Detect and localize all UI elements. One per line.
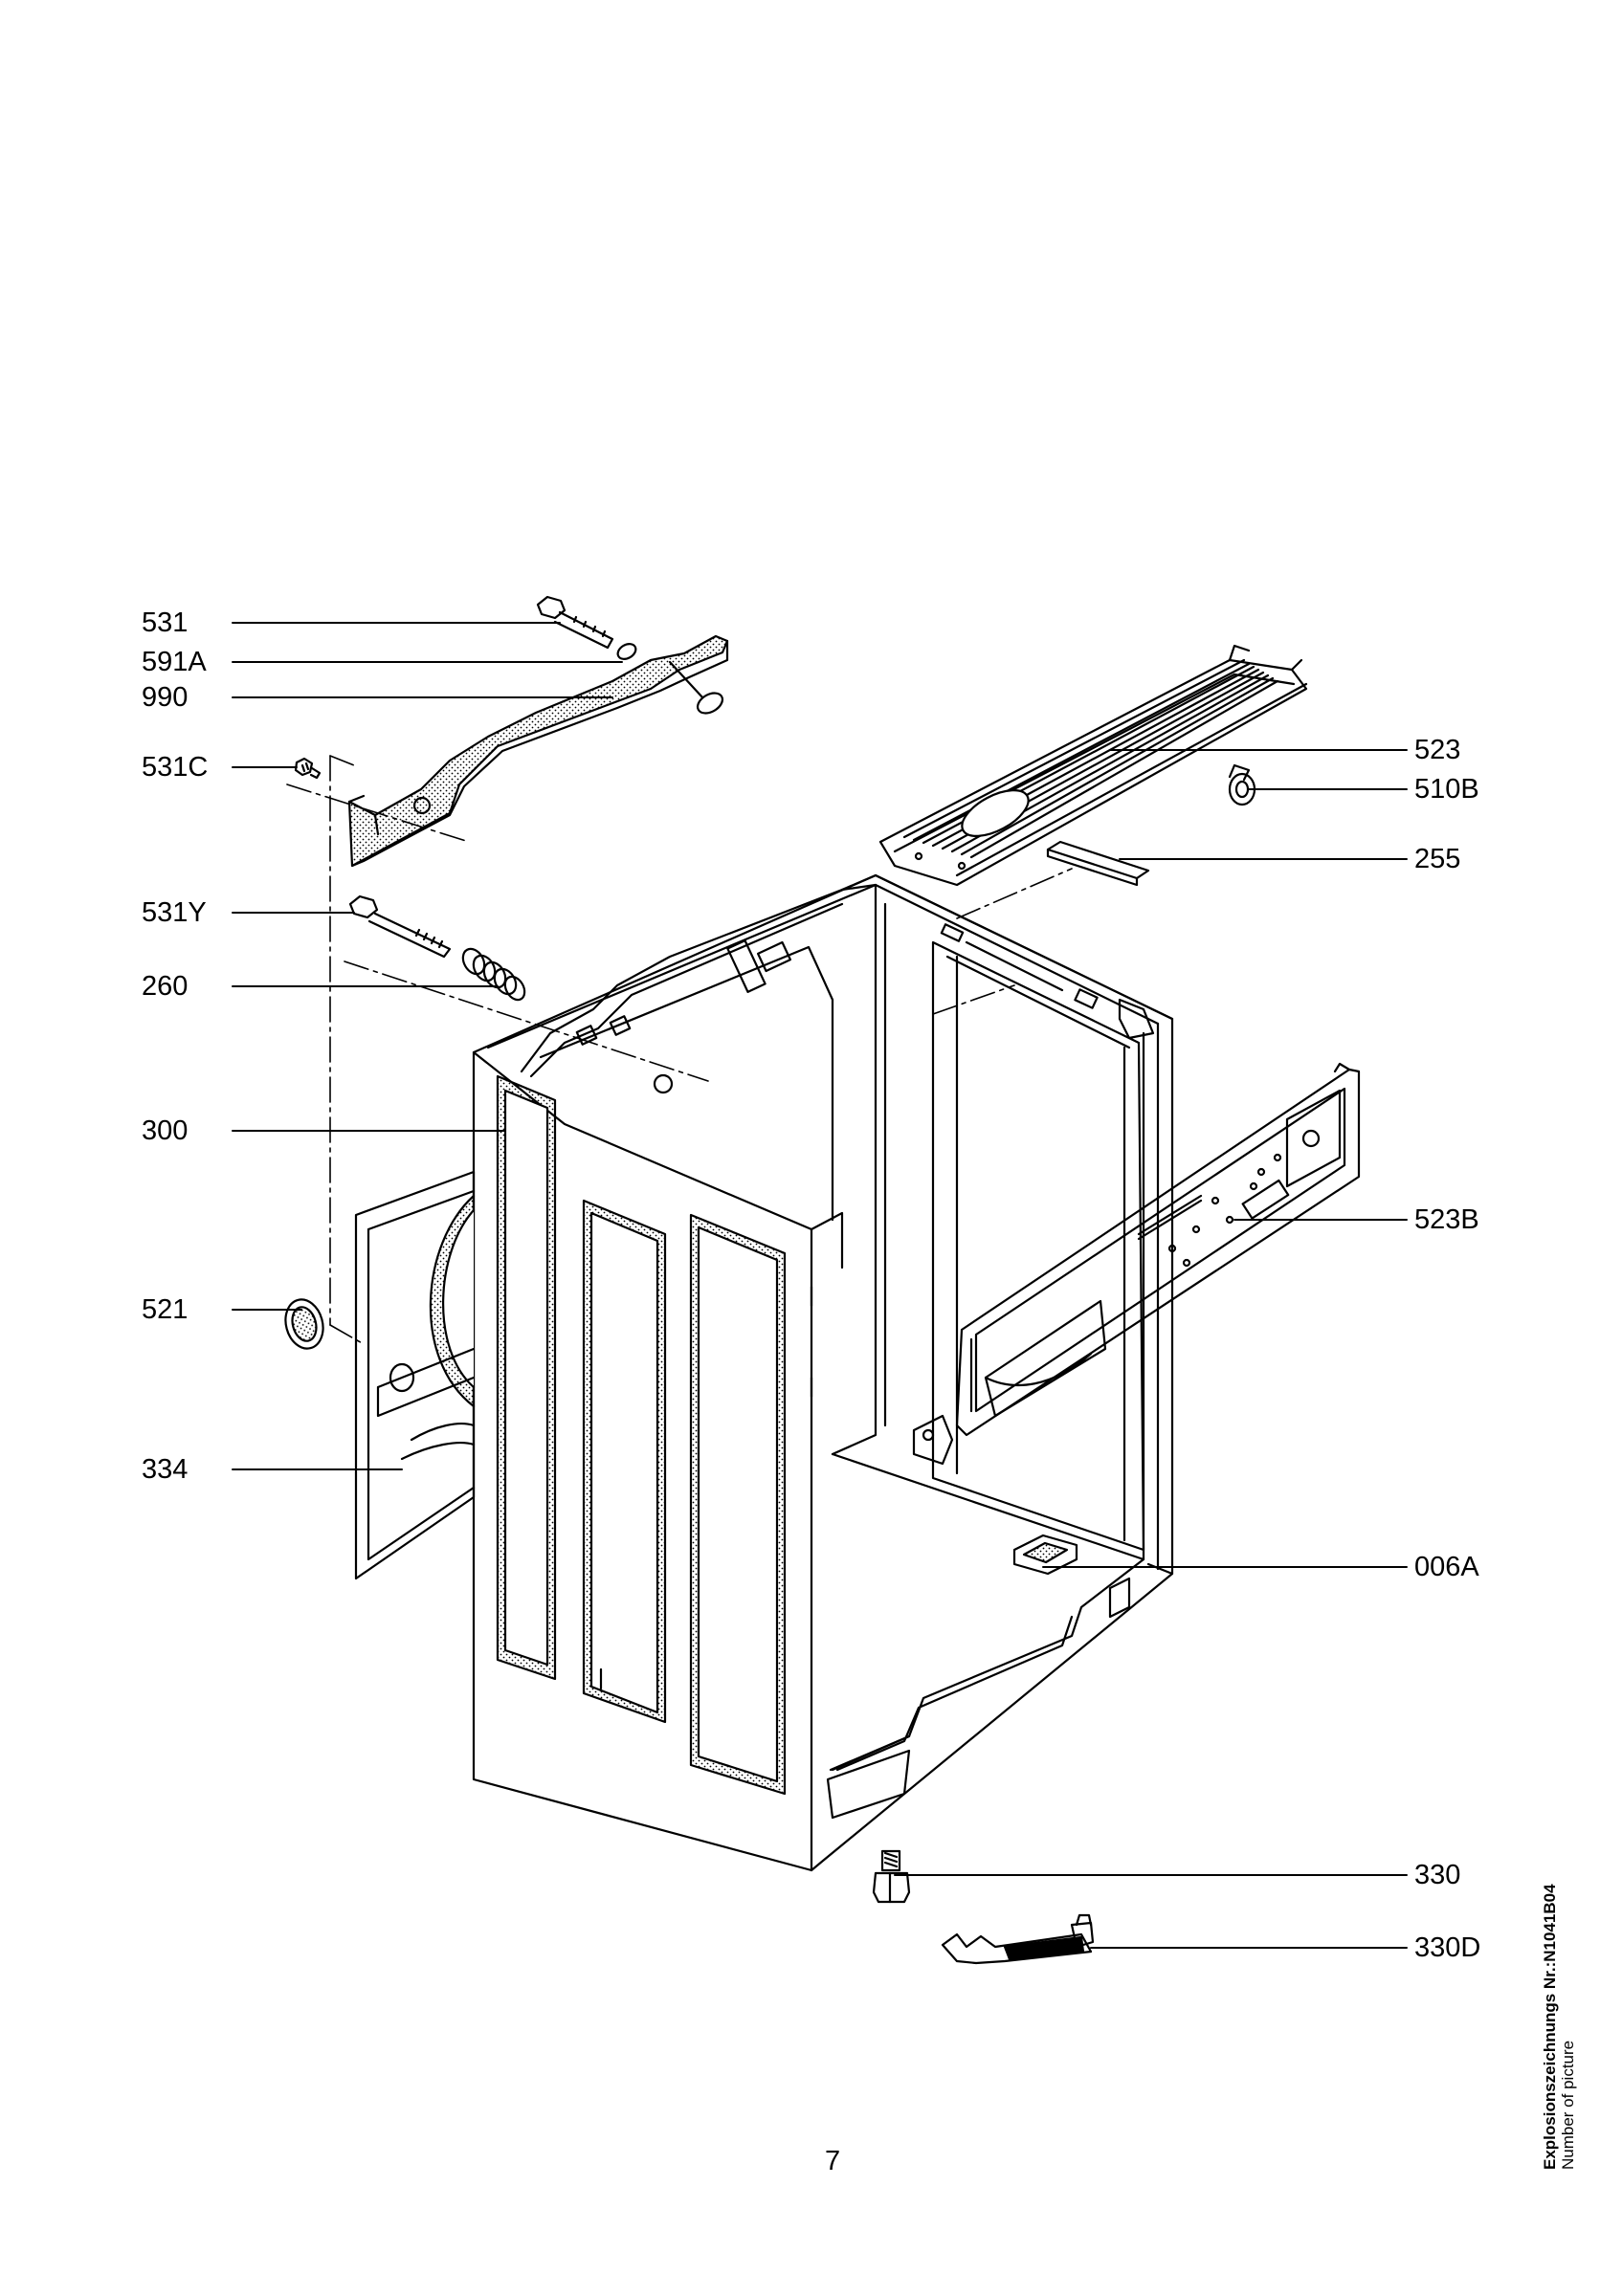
part-510B-clip [1228, 763, 1256, 806]
page-number: 7 [825, 2146, 841, 2176]
part-990-crossbar [347, 634, 729, 868]
label-260: 260 [142, 971, 189, 1002]
part-591A-washer [616, 643, 637, 660]
label-300: 300 [142, 1115, 189, 1146]
label-255: 255 [1414, 844, 1461, 874]
part-523-top-panel [878, 644, 1308, 887]
part-330D-wrench [941, 1913, 1095, 1965]
label-531: 531 [142, 607, 189, 638]
part-255-strip [1046, 840, 1150, 887]
part-330-foot [872, 1849, 911, 1904]
drawing-number: Explosionszeichnungs Nr.:N1041B04 [1541, 1884, 1559, 2170]
label-523: 523 [1414, 735, 1461, 765]
label-990: 990 [142, 682, 189, 713]
part-521-grommet [284, 1298, 324, 1350]
label-591A: 591A [142, 647, 207, 677]
leader-lines [232, 622, 1408, 1949]
label-521: 521 [142, 1294, 189, 1325]
drawing-number-subtitle: Number of picture [1559, 2040, 1577, 2170]
label-006A: 006A [1414, 1552, 1479, 1582]
label-334: 334 [142, 1454, 189, 1485]
label-523B: 523B [1414, 1204, 1479, 1235]
part-531Y-bolt [348, 894, 452, 959]
label-531Y: 531Y [142, 897, 207, 928]
label-510B: 510B [1414, 774, 1479, 805]
part-523B-control-panel [955, 1062, 1361, 1437]
part-531C-screw [294, 757, 322, 780]
part-300-cabinet [472, 873, 1174, 1872]
part-531-bolt [536, 595, 614, 650]
label-330D: 330D [1414, 1932, 1481, 1963]
part-334-side-panel [354, 1170, 476, 1580]
part-006A-plate [1012, 1534, 1078, 1576]
assembly-axes [286, 755, 1073, 1345]
part-260-spring [461, 947, 526, 1002]
label-330: 330 [1414, 1860, 1461, 1890]
drawing-caption: Explosionszeichnungs Nr.:N1041B04 Number… [1541, 1787, 1577, 2170]
label-531C: 531C [142, 752, 209, 783]
